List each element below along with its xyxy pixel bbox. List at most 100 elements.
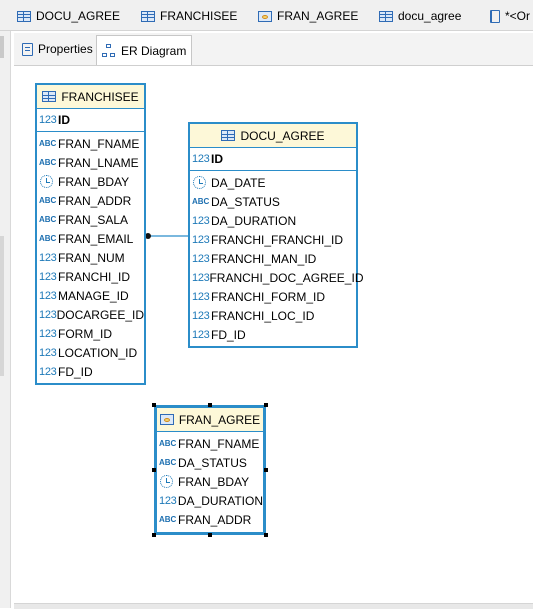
column-name: FRAN_NUM <box>58 250 125 265</box>
string-type-icon: ABC <box>39 215 57 224</box>
string-type-icon: ABC <box>39 196 57 205</box>
primary-key-row[interactable]: 123 ID <box>37 109 144 132</box>
selection-handle[interactable] <box>264 468 268 472</box>
date-type-icon <box>39 174 58 189</box>
editor-tab-docu-agree[interactable]: DOCU_AGREE <box>17 5 120 27</box>
column-row[interactable]: FRAN_BDAY <box>37 172 144 191</box>
column-name: FRANCHI_FRANCHI_ID <box>211 232 344 247</box>
numeric-type-icon: 123 <box>192 290 210 303</box>
numeric-type-icon: 123 <box>39 289 57 302</box>
column-name: FRAN_BDAY <box>178 474 250 489</box>
selection-handle[interactable] <box>152 403 156 407</box>
left-panel-edge <box>0 31 11 608</box>
column-name: LOCATION_ID <box>58 345 138 360</box>
editor-tab-docu-agree-lower[interactable]: docu_agree <box>379 5 461 27</box>
column-name: FRAN_LNAME <box>58 155 139 170</box>
editor-tab-bar: DOCU_AGREE FRANCHISEE FRAN_AGREE docu_ag… <box>0 0 533 31</box>
string-type-icon: ABC <box>159 439 177 448</box>
selection-handle[interactable] <box>208 533 212 537</box>
tab-properties-label: Properties <box>38 42 93 56</box>
selection-handle[interactable] <box>208 403 212 407</box>
entity-header: FRANCHISEE <box>37 85 144 109</box>
editor-tab-fran-agree[interactable]: FRAN_AGREE <box>258 5 358 27</box>
script-icon <box>490 9 500 23</box>
properties-icon <box>22 42 33 56</box>
column-row[interactable]: FRAN_BDAY <box>157 472 263 491</box>
entity-title: FRAN_AGREE <box>178 412 261 427</box>
column-name: FRAN_FNAME <box>178 436 260 451</box>
column-name: ID <box>58 113 70 127</box>
numeric-type-icon: 123 <box>39 270 57 283</box>
selection-handle[interactable] <box>264 533 268 537</box>
table-icon <box>141 10 155 22</box>
column-name: FRAN_BDAY <box>58 174 130 189</box>
column-name: DA_STATUS <box>211 194 280 209</box>
selection-handle[interactable] <box>152 533 156 537</box>
primary-key-row[interactable]: 123 ID <box>190 148 356 171</box>
horizontal-scrollbar[interactable] <box>14 603 533 609</box>
selection-handle[interactable] <box>264 403 268 407</box>
date-type-icon <box>159 474 178 489</box>
entity-header: FRAN_AGREE <box>157 408 263 432</box>
editor-tab-franchisee[interactable]: FRANCHISEE <box>141 5 237 27</box>
table-icon <box>379 10 393 22</box>
gutter-marker <box>0 236 4 376</box>
numeric-type-icon: 123 <box>159 494 177 507</box>
table-icon <box>42 91 57 102</box>
column-name: FRANCHI_LOC_ID <box>211 308 315 323</box>
column-name: FRANCHI_ID <box>58 269 131 284</box>
tab-properties[interactable]: Properties <box>17 36 98 62</box>
column-name: FORM_ID <box>58 326 112 341</box>
column-row[interactable]: DA_DATE <box>190 173 356 192</box>
numeric-type-icon: 123 <box>192 252 210 265</box>
er-diagram-icon <box>102 43 116 58</box>
tab-er-diagram-label: ER Diagram <box>121 43 187 58</box>
date-type-icon <box>192 175 211 190</box>
gutter-marker <box>0 36 4 58</box>
string-type-icon: ABC <box>159 515 177 524</box>
editor-tab-script[interactable]: *<Or <box>490 5 530 27</box>
numeric-type-icon: 123 <box>192 271 210 284</box>
column-name: DA_DATE <box>211 175 266 190</box>
column-name: FRAN_EMAIL <box>58 231 134 246</box>
editor-tab-label: docu_agree <box>398 9 462 23</box>
tab-er-diagram[interactable]: ER Diagram <box>96 35 193 65</box>
editor-tab-label: *<Or <box>505 9 531 23</box>
selection-handle[interactable] <box>152 468 156 472</box>
editor-tab-label: FRAN_AGREE <box>277 9 359 23</box>
numeric-type-icon: 123 <box>39 114 57 126</box>
entity-title: FRANCHISEE <box>61 89 139 104</box>
column-name: FRAN_ADDR <box>58 193 132 208</box>
relationship-connector[interactable] <box>14 66 533 602</box>
